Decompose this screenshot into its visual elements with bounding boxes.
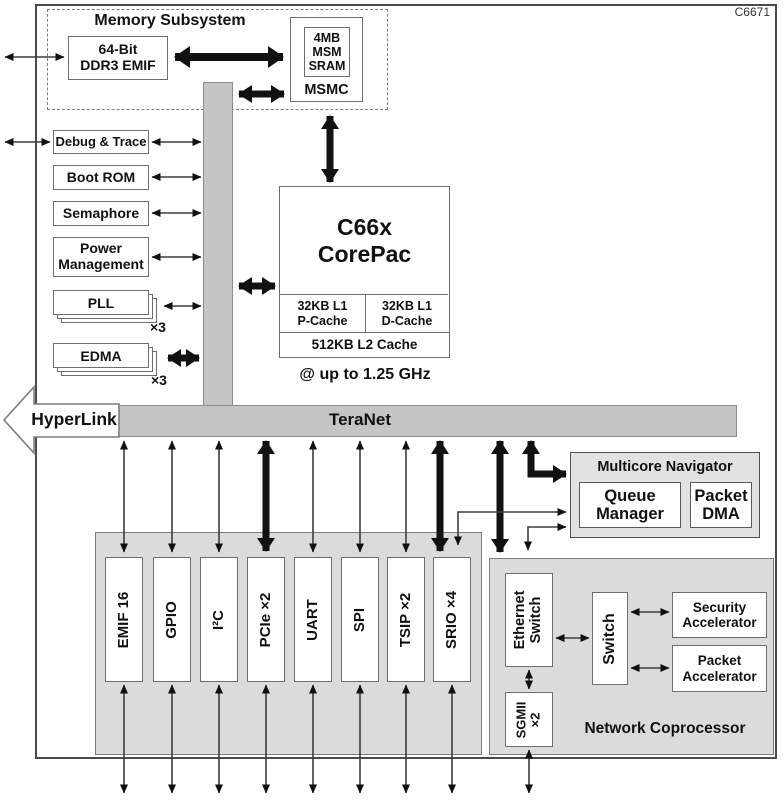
edma-stack: EDMA — [53, 343, 159, 378]
clock-note-label: @ up to 1.25 GHz — [299, 366, 431, 383]
boot-rom-label: Boot ROM — [66, 168, 136, 185]
ddr3-emif-label: 64-Bit DDR3 EMIF — [80, 41, 156, 73]
multicore-navigator-title: Multicore Navigator — [597, 459, 733, 475]
peripheral-spi-label: SPI — [350, 607, 368, 632]
pll-label: PLL — [87, 294, 115, 311]
network-coprocessor-title: Network Coprocessor — [584, 720, 746, 737]
pll-count-label: ×3 — [150, 319, 166, 335]
edma-block: EDMA — [53, 343, 149, 368]
l1d-cache-cell: 32KB L1 D-Cache — [366, 294, 448, 332]
peripheral-i2c-label: I²C — [209, 609, 227, 630]
pll-block: PLL — [53, 290, 149, 315]
security-accelerator-block: Security Accelerator — [672, 592, 767, 638]
chip-part-number: C6671 — [734, 5, 770, 19]
sgmii-label: SGMII ×2 — [513, 701, 543, 738]
peripheral-tsip: TSIP ×2 — [387, 557, 425, 682]
peripheral-spi: SPI — [341, 557, 379, 682]
teranet-label: TeraNet — [328, 410, 392, 429]
edma-label: EDMA — [80, 347, 122, 364]
msm-sram-block: 4MB MSM SRAM — [304, 27, 350, 77]
peripheral-uart: UART — [294, 557, 332, 682]
packet-accelerator-block: Packet Accelerator — [672, 645, 767, 692]
msmc-block: 4MB MSM SRAM MSMC — [290, 17, 363, 102]
l1p-cache-cell: 32KB L1 P-Cache — [280, 294, 366, 332]
peripheral-emif16-label: EMIF 16 — [114, 591, 132, 648]
peripheral-i2c: I²C — [200, 557, 238, 682]
ethernet-switch-label: Ethernet Switch — [512, 590, 544, 650]
edma-count-label: ×3 — [151, 372, 167, 388]
ethernet-switch-block: Ethernet Switch — [505, 573, 553, 667]
switch-block: Switch — [592, 592, 628, 685]
peripheral-emif16: EMIF 16 — [105, 557, 143, 682]
semaphore-label: Semaphore — [62, 204, 140, 221]
ddr3-emif-block: 64-Bit DDR3 EMIF — [68, 36, 168, 80]
debug-trace-block: Debug & Trace — [53, 130, 149, 154]
peripheral-pcie: PCIe ×2 — [247, 557, 285, 682]
switch-label: Switch — [601, 612, 619, 665]
switch-fabric-vertical-bus — [203, 82, 233, 406]
packet-dma-label: Packet DMA — [694, 486, 748, 523]
l2-cache-label: 512KB L2 Cache — [311, 337, 418, 352]
multicore-navigator-block: Multicore Navigator Queue Manager Packet… — [570, 452, 760, 538]
peripheral-gpio-label: GPIO — [162, 600, 180, 639]
peripheral-pcie-label: PCIe ×2 — [256, 592, 274, 647]
corepac-title: C66x CorePac — [317, 214, 412, 267]
packet-dma-block: Packet DMA — [690, 482, 752, 528]
debug-trace-label: Debug & Trace — [55, 133, 147, 149]
semaphore-block: Semaphore — [53, 201, 149, 226]
peripheral-uart-label: UART — [303, 598, 321, 641]
peripheral-srio: SRIO ×4 — [433, 557, 471, 682]
l1d-cache-label: 32KB L1 D-Cache — [381, 299, 433, 328]
msmc-label: MSMC — [304, 81, 349, 98]
hyperlink-label: HyperLink — [31, 409, 117, 429]
peripheral-tsip-label: TSIP ×2 — [396, 592, 414, 647]
queue-manager-label: Queue Manager — [596, 486, 664, 523]
peripheral-gpio: GPIO — [153, 557, 191, 682]
l2-cache-cell: 512KB L2 Cache — [280, 332, 449, 356]
msm-sram-label: 4MB MSM SRAM — [308, 31, 346, 73]
power-management-label: Power Management — [58, 240, 144, 272]
pll-stack: PLL — [53, 290, 159, 325]
teranet-bus — [117, 405, 737, 437]
peripheral-srio-label: SRIO ×4 — [442, 590, 460, 649]
corepac-block: C66x CorePac 32KB L1 P-Cache 32KB L1 D-C… — [279, 186, 450, 358]
packet-accelerator-label: Packet Accelerator — [682, 653, 757, 684]
queue-manager-block: Queue Manager — [579, 482, 681, 528]
security-accelerator-label: Security Accelerator — [682, 599, 757, 630]
l1p-cache-label: 32KB L1 P-Cache — [297, 299, 348, 328]
power-management-block: Power Management — [53, 237, 149, 277]
memory-subsystem-title: Memory Subsystem — [94, 12, 246, 29]
boot-rom-block: Boot ROM — [53, 165, 149, 190]
sgmii-block: SGMII ×2 — [505, 692, 553, 747]
